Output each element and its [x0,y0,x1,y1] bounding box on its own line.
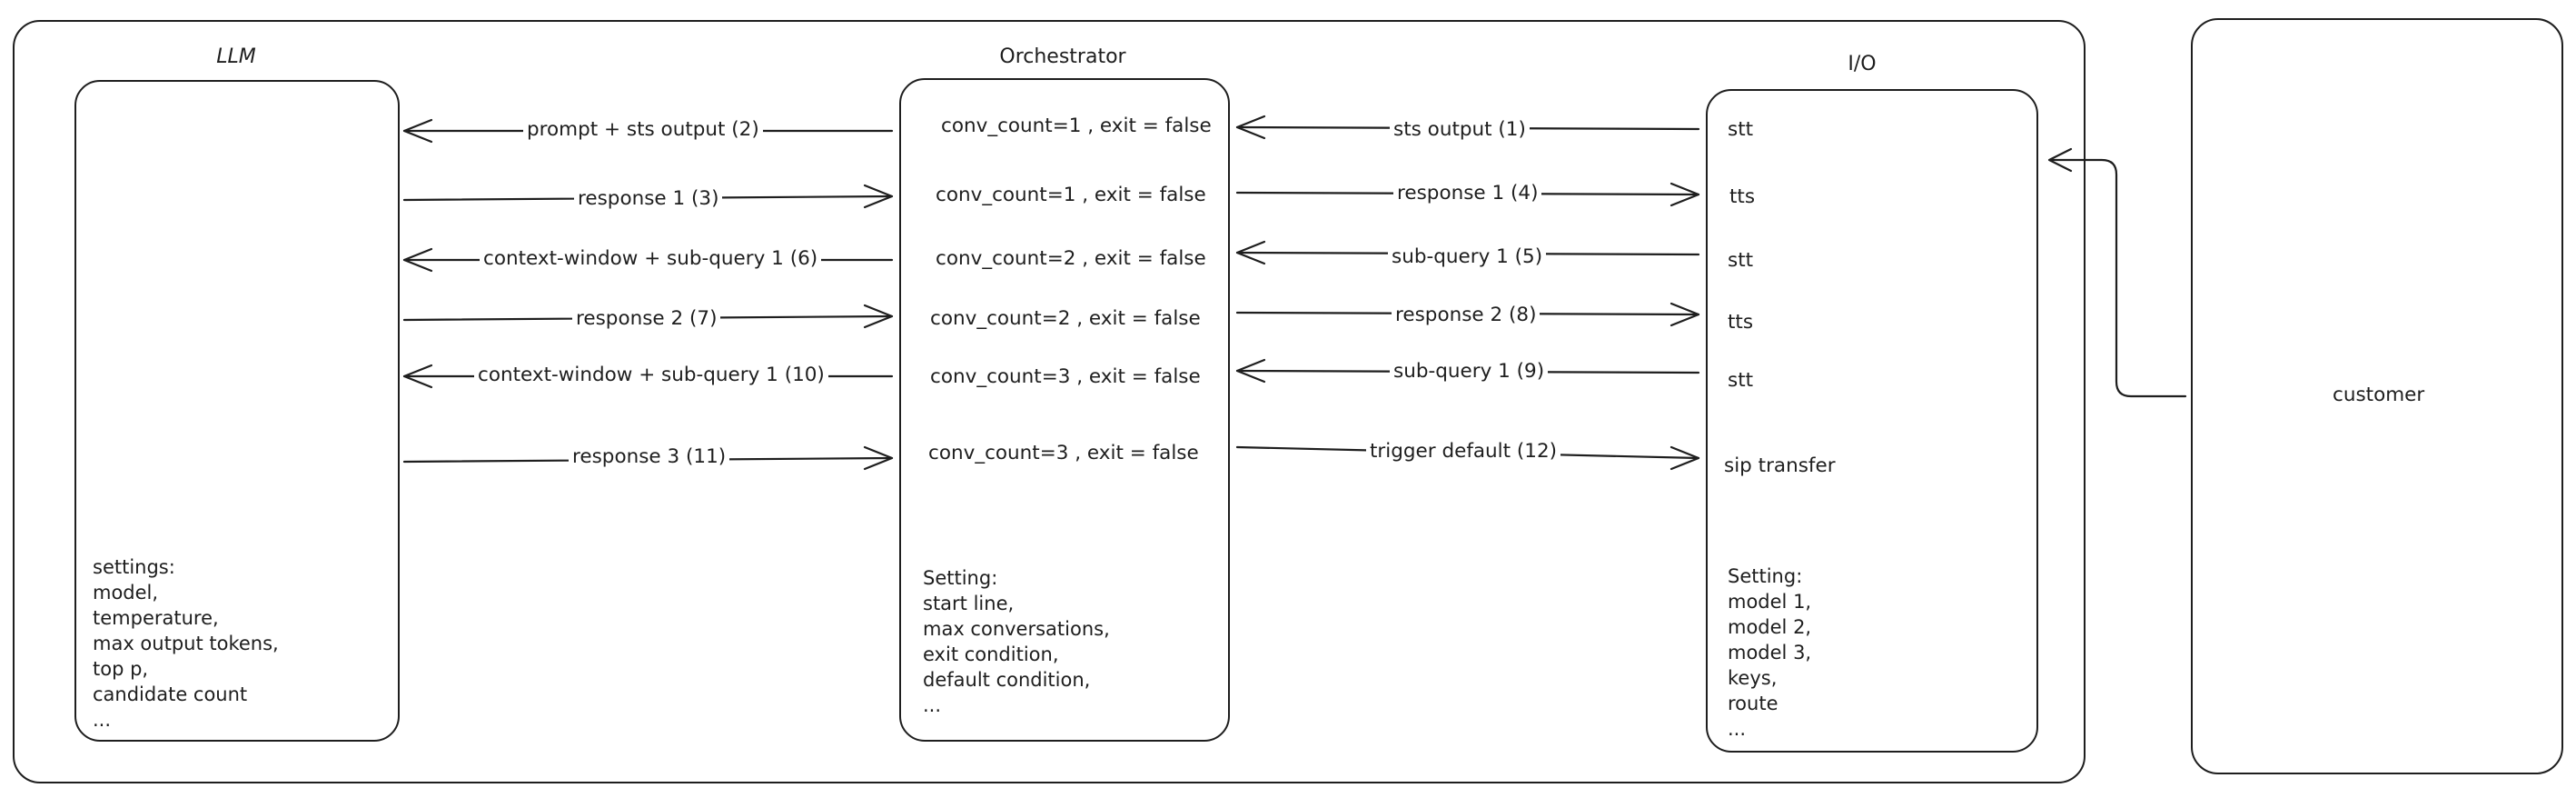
orch-setting-line: ... [923,694,942,716]
io-flow-label-5: sub-query 1 (9) [1390,360,1549,384]
flow-label-6: response 3 (11) [569,445,730,469]
orchestrator-state-5: conv_count=3 , exit = false [930,365,1201,388]
orch-setting-line: exit condition, [923,643,1059,665]
orch-io-arrow-2-arrowhead [1669,182,1700,207]
llm-orch-arrow-6-arrowhead [863,445,894,471]
io-flow-label-3: sub-query 1 (5) [1388,245,1547,269]
llm-setting-line: ... [93,709,112,731]
io-item-sip-transfer: sip transfer [1724,454,1836,477]
io-item-stt-2: stt [1728,249,1754,272]
io-setting-line: model 1, [1728,591,1812,613]
orchestrator-state-2: conv_count=1 , exit = false [936,184,1206,206]
customer-to-io-connector [2049,158,2187,398]
llm-setting-line: temperature, [93,607,219,629]
io-setting-line: keys, [1728,667,1778,689]
llm-setting-line: model, [93,582,159,603]
orch-io-arrow-5-arrowhead [1235,358,1266,384]
flow-label-1: prompt + sts output (2) [523,118,763,142]
io-box [1706,89,2038,753]
io-item-tts-2: tts [1728,311,1754,334]
flow-label-3: context-window + sub-query 1 (6) [480,247,822,271]
orchestrator-settings: Setting: start line, max conversations, … [923,565,1110,718]
orchestrator-state-6: conv_count=3 , exit = false [928,442,1199,464]
io-setting-line: model 3, [1728,642,1812,663]
io-item-tts-1: tts [1729,185,1756,208]
io-flow-label-2: response 1 (4) [1393,182,1542,205]
io-setting-line: route [1728,693,1778,714]
orch-io-arrow-3-arrowhead [1235,240,1266,265]
llm-box [74,80,400,742]
io-setting-line: model 2, [1728,616,1812,638]
orchestrator-box [899,78,1230,742]
orch-setting-line: start line, [923,593,1015,614]
io-setting-line: Setting: [1728,565,1803,587]
customer-box [2191,18,2563,774]
io-item-stt-1: stt [1728,118,1754,141]
orchestrator-state-4: conv_count=2 , exit = false [930,307,1201,330]
llm-setting-line: candidate count [93,683,248,705]
orchestrator-state-1: conv_count=1 , exit = false [941,115,1212,137]
io-setting-line: ... [1728,718,1747,740]
orch-setting-line: Setting: [923,567,998,589]
llm-orch-arrow-5-arrowhead [402,364,433,389]
flow-label-5: context-window + sub-query 1 (10) [474,364,828,387]
llm-orch-arrow-3-arrowhead [402,247,433,273]
llm-orch-arrow-2-arrowhead [863,184,894,209]
llm-orch-arrow-4-arrowhead [863,304,894,329]
orchestrator-state-3: conv_count=2 , exit = false [936,247,1206,270]
orch-io-arrow-4-arrowhead [1669,302,1700,327]
io-flow-label-4: response 2 (8) [1392,304,1541,327]
orchestrator-title: Orchestrator [999,45,1126,68]
llm-setting-line: settings: [93,556,175,578]
orch-setting-line: max conversations, [923,618,1110,640]
customer-to-io-arrowhead [2047,147,2073,173]
llm-orch-arrow-1-arrowhead [402,118,433,144]
io-title: I/O [1848,53,1877,75]
llm-setting-line: max output tokens, [93,633,279,654]
llm-setting-line: top p, [93,658,149,680]
customer-label: customer [2333,384,2425,406]
flow-label-4: response 2 (7) [572,307,721,331]
orch-io-arrow-6-arrowhead [1669,445,1700,471]
io-flow-label-1: sts output (1) [1390,118,1530,142]
llm-settings: settings: model, temperature, max output… [93,554,279,733]
llm-title: LLM [216,45,256,68]
io-item-stt-3: stt [1728,369,1754,392]
orch-setting-line: default condition, [923,669,1091,691]
orch-io-arrow-1-arrowhead [1235,115,1266,140]
flow-label-2: response 1 (3) [574,187,723,211]
io-flow-label-6: trigger default (12) [1366,440,1561,464]
io-settings: Setting: model 1, model 2, model 3, keys… [1728,564,1811,742]
